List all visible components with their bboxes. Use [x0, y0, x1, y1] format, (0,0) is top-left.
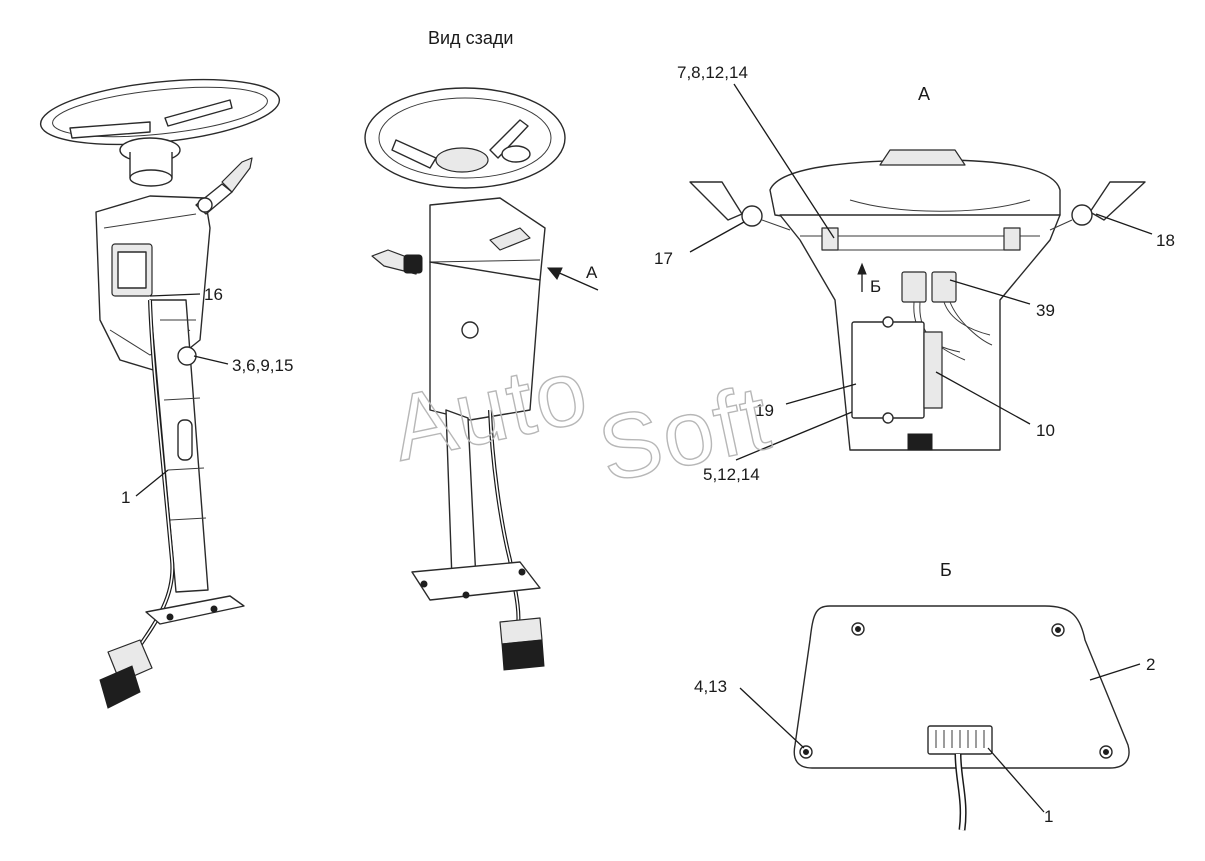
- callout-7-8-12-14: 7,8,12,14: [677, 63, 748, 82]
- title-view-a: А: [918, 84, 930, 104]
- callout-19: 19: [755, 401, 774, 420]
- callout-4-13: 4,13: [694, 677, 727, 696]
- dash-hood: [769, 159, 1061, 224]
- labels: Вид сзади А Б А Б 16 3,6,9,15 1 7,8,12,1…: [121, 28, 1175, 826]
- watermark-text-1: Auto: [383, 340, 597, 481]
- arrow-a-label: А: [586, 263, 598, 282]
- view-a-detail: [689, 149, 1146, 451]
- callout-1-left: 1: [121, 488, 130, 507]
- steering-wheel-rim-rear: [364, 87, 566, 189]
- callout-5-12-14: 5,12,14: [703, 465, 760, 484]
- arrow-b-label: Б: [870, 277, 881, 296]
- cover-panel: [793, 605, 1130, 769]
- view-b-detail: [793, 605, 1130, 831]
- callout-3-6-9-15: 3,6,9,15: [232, 356, 293, 375]
- callout-2: 2: [1146, 655, 1155, 674]
- steering-column-rear-view: [364, 87, 599, 671]
- callout-17: 17: [654, 249, 673, 268]
- title-rear-view: Вид сзади: [428, 28, 513, 48]
- control-module: [851, 321, 925, 419]
- callout-1-bottom: 1: [1044, 807, 1053, 826]
- title-view-b: Б: [940, 560, 952, 580]
- callout-16: 16: [204, 285, 223, 304]
- callout-10: 10: [1036, 421, 1055, 440]
- callout-39: 39: [1036, 301, 1055, 320]
- leader-lines: [135, 83, 1153, 813]
- callout-18: 18: [1156, 231, 1175, 250]
- steering-column-side-view: [39, 78, 281, 709]
